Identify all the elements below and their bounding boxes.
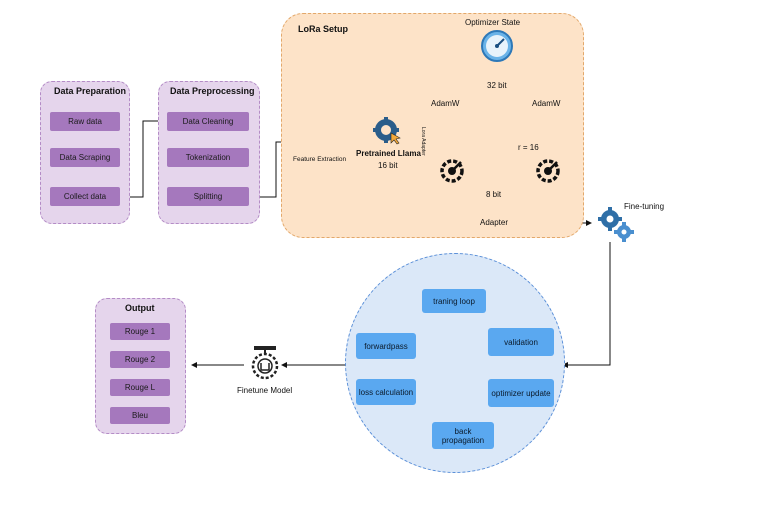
back-propagation-box: back propagation (432, 422, 494, 449)
raw-data-box: Raw data (50, 112, 120, 131)
rouge-l-box: Rouge L (110, 379, 170, 396)
robot-gear-icon (248, 345, 282, 383)
adapter-left-icon (439, 158, 465, 184)
gears-icon (596, 206, 636, 242)
rouge-2-box: Rouge 2 (110, 351, 170, 368)
feature-extraction-label: Feature Extraction (293, 156, 347, 163)
adamw-right-label: AdamW (532, 99, 561, 108)
pretrained-llama-label: Pretrained Llama (356, 149, 421, 158)
training-loop-box: traning loop (422, 289, 486, 313)
speedometer-icon (480, 29, 514, 63)
forwardpass-box: forwardpass (356, 333, 416, 359)
data-cleaning-box: Data Cleaning (167, 112, 249, 131)
validation-box: validation (488, 328, 554, 356)
loss-calculation-box: loss calculation (356, 379, 416, 405)
adapter-right-icon (535, 158, 561, 184)
rank-label: r = 16 (518, 143, 539, 152)
rouge-1-box: Rouge 1 (110, 323, 170, 340)
data-preprocessing-title: Data Preprocessing (170, 86, 255, 96)
bits-8-label: 8 bit (486, 190, 502, 199)
lora-setup-group: LoRa Setup (281, 13, 584, 238)
bits-32-label: 32 bit (487, 81, 507, 90)
collect-data-box: Collect data (50, 187, 120, 206)
fine-tuning-label: Fine-tuning (624, 202, 665, 211)
pretrained-gear-icon (373, 117, 401, 145)
optimizer-update-box: optimizer update (488, 379, 554, 407)
bleu-box: Bleu (110, 407, 170, 424)
output-title: Output (125, 303, 155, 313)
splitting-box: Splitting (167, 187, 249, 206)
data-preparation-title: Data Preparation (54, 86, 127, 96)
adamw-left-label: AdamW (431, 99, 460, 108)
finetune-model-label: Finetune Model (237, 386, 293, 395)
optimizer-state-label: Optimizer State (465, 18, 521, 27)
adapter-label: Adapter (480, 218, 509, 227)
lora-setup-title: LoRa Setup (298, 24, 349, 34)
data-scraping-box: Data Scraping (50, 148, 120, 167)
tokenization-box: Tokenization (167, 148, 249, 167)
pretrained-bits-label: 16 bit (378, 161, 398, 170)
